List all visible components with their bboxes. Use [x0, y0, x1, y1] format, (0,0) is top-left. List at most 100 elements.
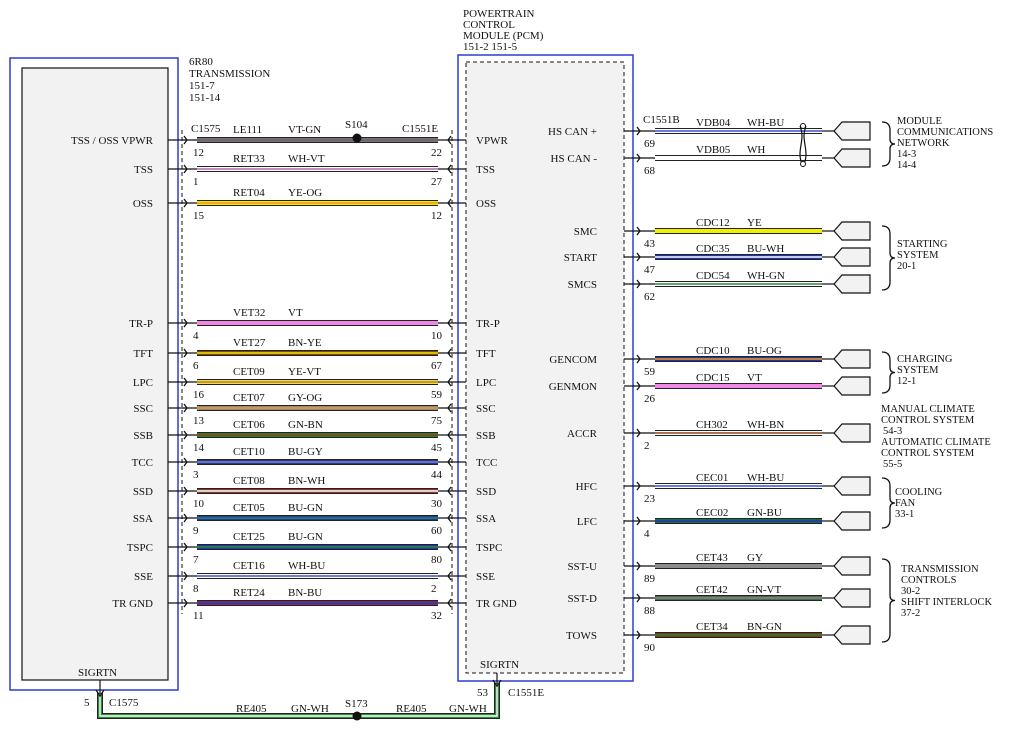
reference-note-line: CHARGING: [897, 354, 953, 365]
pcm-terminal-icon: [447, 377, 452, 387]
transmission-terminal-icon: [183, 164, 188, 174]
transmission-pin-number: 12: [193, 147, 204, 159]
page-reference-arrow-icon: [833, 274, 871, 294]
transmission-signal-label: LPC: [133, 377, 153, 389]
signal-return-group: SIGRTN 5 C1575 SIGRTN 53 C1551E RE405 GN…: [78, 659, 544, 715]
pcm-output-pin-number: 69: [644, 138, 656, 150]
pcm-output-signal-label: SMCS: [568, 279, 597, 291]
reference-note-line: 30-2: [901, 586, 920, 597]
circuit-label: CET25: [233, 531, 265, 543]
transmission-signal-label: TR-P: [129, 318, 153, 330]
transmission-terminal-icon: [183, 198, 188, 208]
pcm-outline: [457, 54, 634, 682]
brace-icon: [881, 225, 896, 291]
reference-note-line: AUTOMATIC CLIMATE: [881, 437, 991, 448]
pcm-title-3: MODULE (PCM): [463, 30, 544, 42]
reference-note-line: COMMUNICATIONS: [897, 127, 993, 138]
pcm-pin-number: 80: [431, 554, 443, 566]
page-reference-arrow-icon: [833, 376, 871, 396]
transmission-terminal-icon: [183, 403, 188, 413]
pcm-output-pin-number: 47: [644, 264, 656, 276]
transmission-signal-label: TFT: [133, 348, 153, 360]
pcm-header: POWERTRAIN CONTROL MODULE (PCM) 151-2 15…: [402, 8, 680, 135]
page-reference-arrow-icon: [833, 476, 871, 496]
reference-notes: MODULECOMMUNICATIONSNETWORK14-314-4START…: [881, 116, 993, 643]
pcm-output-signal-label: SST-U: [567, 561, 597, 573]
brace-icon: [881, 121, 896, 167]
pcm-signal-label: SSE: [476, 571, 495, 583]
pcm-signal-label: SSD: [476, 486, 496, 498]
pcm-pin-number: 10: [431, 330, 443, 342]
pcm-output-pin-number: 88: [644, 605, 656, 617]
splice-s104-dot: [352, 133, 362, 143]
circuit-label: CET34: [696, 621, 728, 633]
pcm-output-terminal-icon: [636, 630, 641, 640]
pcm-pin-number: 59: [431, 389, 443, 401]
pcm-pin-number: 22: [431, 147, 442, 159]
pcm-connector-right-label: C1551B: [643, 114, 680, 126]
ground-left-color: GN-WH: [291, 703, 329, 715]
ground-right-color: GN-WH: [449, 703, 487, 715]
pcm-signal-label: TSPC: [476, 542, 502, 554]
transmission-name: 6R80: [189, 56, 213, 68]
transmission-terminal-icon: [183, 486, 188, 496]
transmission-sigrtn-terminal-icon: [95, 689, 105, 698]
static-layer: [9, 54, 634, 691]
transmission-signal-label: TSS / OSS VPWR: [71, 135, 154, 147]
transmission-sigrtn-conn: C1575: [109, 697, 139, 709]
circuit-label: CEC01: [696, 472, 728, 484]
transmission-pin-number: 4: [193, 330, 199, 342]
reference-note-line: 14-4: [897, 160, 917, 171]
reference-note-line: 33-1: [895, 509, 914, 520]
transmission-terminal-icon: [183, 430, 188, 440]
pcm-signal-label: TR GND: [476, 598, 517, 610]
pcm-output-signal-label: START: [564, 252, 598, 264]
circuit-label: VDB05: [696, 144, 731, 156]
reference-note-line: COOLING: [895, 487, 943, 498]
pcm-terminal-icon: [447, 135, 452, 145]
circuit-label: RET24: [233, 587, 265, 599]
transmission-signal-label: SSB: [133, 430, 153, 442]
pcm-output-pin-number: 4: [644, 528, 650, 540]
circuit-label: CH302: [696, 419, 728, 431]
pcm-output-terminal-icon: [636, 428, 641, 438]
pcm-signal-label: VPWR: [476, 135, 508, 147]
pcm-output-terminal-icon: [636, 481, 641, 491]
pcm-signal-label: SSB: [476, 430, 496, 442]
pcm-output-pin-number: 62: [644, 291, 655, 303]
reference-note-line: NETWORK: [897, 138, 950, 149]
page-reference-arrow-icon: [833, 588, 871, 608]
circuit-label: CET16: [233, 560, 265, 572]
transmission-outline: [9, 57, 179, 691]
reference-note-line: MANUAL CLIMATE: [881, 404, 975, 415]
circuit-label: CET42: [696, 584, 728, 596]
pcm-pin-number: 30: [431, 498, 443, 510]
circuit-label: CET43: [696, 552, 728, 564]
wire-color-label: BU-WH: [747, 243, 784, 255]
brace-icon: [881, 558, 896, 643]
reference-note-line: 20-1: [897, 261, 916, 272]
pcm-sigrtn-label: SIGRTN: [480, 659, 519, 671]
pcm-connector-left-label: C1551E: [402, 123, 438, 135]
reference-note-line: CONTROLS: [901, 575, 957, 586]
ground-wire: [95, 673, 502, 721]
pcm-pin-number: 12: [431, 210, 442, 222]
wire-color-label: WH-BU: [747, 117, 784, 129]
pcm-output-signal-label: HFC: [576, 481, 597, 493]
pcm-output-pin-number: 23: [644, 493, 656, 505]
circuit-label: CET09: [233, 366, 265, 378]
transmission-pin-number: 3: [193, 469, 199, 481]
transmission-pin-number: 14: [193, 442, 205, 454]
pcm-output-signal-label: ACCR: [567, 428, 598, 440]
transmission-pin-number: 6: [193, 360, 199, 372]
